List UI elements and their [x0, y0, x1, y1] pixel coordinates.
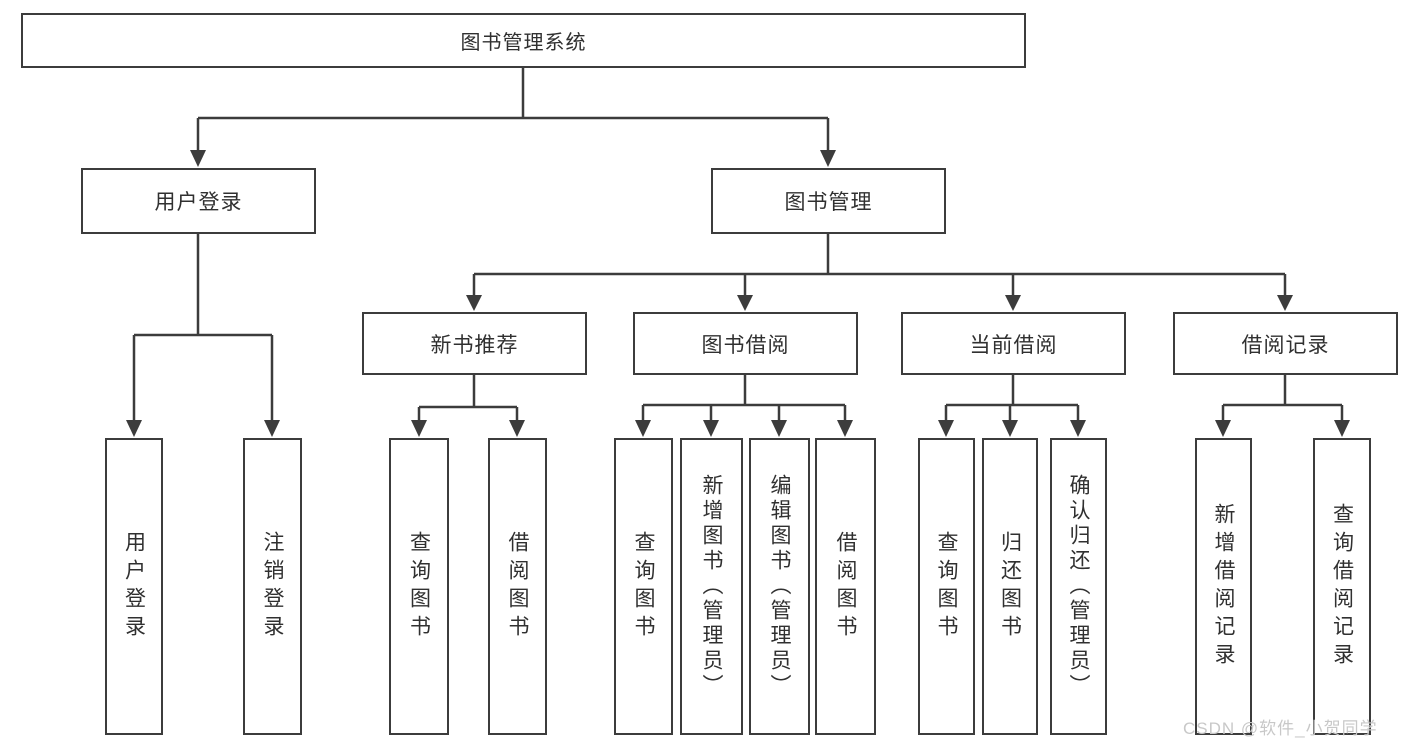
node-user-login: 用户登录: [81, 168, 316, 234]
leaf-query-books-recommend-label: 查询图书: [407, 530, 431, 643]
leaf-confirm-return-admin-label: 确认归还（管理员）: [1067, 474, 1090, 699]
node-current-borrow: 当前借阅: [901, 312, 1126, 375]
leaf-user-login-label: 用户登录: [122, 530, 146, 643]
leaf-confirm-return-admin: 确认归还（管理员）: [1050, 438, 1107, 735]
node-book-management-label: 图书管理: [784, 191, 873, 214]
leaf-logout-label: 注销登录: [261, 530, 284, 643]
leaf-return-books: 归还图书: [982, 438, 1038, 735]
leaf-query-books-current: 查询图书: [918, 438, 975, 735]
leaf-query-borrow-record-label: 查询借阅记录: [1330, 502, 1354, 671]
node-book-borrow-label: 图书借阅: [701, 333, 790, 357]
leaf-borrow-books-label: 借阅图书: [834, 530, 857, 643]
node-book-management: 图书管理: [711, 168, 946, 234]
leaf-user-login: 用户登录: [105, 438, 163, 735]
leaf-borrow-books: 借阅图书: [815, 438, 876, 735]
leaf-borrow-books-recommend-label: 借阅图书: [506, 530, 529, 643]
node-book-borrow: 图书借阅: [633, 312, 858, 375]
leaf-query-books-borrow: 查询图书: [614, 438, 673, 735]
node-borrow-records-label: 借阅记录: [1241, 333, 1330, 357]
leaf-edit-books-admin: 编辑图书（管理员）: [749, 438, 810, 735]
node-user-login-label: 用户登录: [154, 191, 243, 214]
leaf-edit-books-admin-label: 编辑图书（管理员）: [768, 474, 791, 699]
node-new-book-recommend-label: 新书推荐: [430, 333, 519, 357]
node-new-book-recommend: 新书推荐: [362, 312, 587, 375]
leaf-borrow-books-recommend: 借阅图书: [488, 438, 547, 735]
leaf-query-books-borrow-label: 查询图书: [632, 530, 655, 643]
leaf-query-books-current-label: 查询图书: [935, 530, 958, 643]
node-root-label: 图书管理系统: [460, 32, 587, 54]
leaf-query-books-recommend: 查询图书: [389, 438, 449, 735]
node-current-borrow-label: 当前借阅: [969, 333, 1058, 357]
leaf-add-books-admin-label: 新增图书（管理员）: [700, 474, 723, 699]
leaf-add-borrow-record: 新增借阅记录: [1195, 438, 1252, 735]
leaf-logout: 注销登录: [243, 438, 302, 735]
leaf-add-borrow-record-label: 新增借阅记录: [1212, 502, 1235, 671]
leaf-return-books-label: 归还图书: [998, 530, 1022, 643]
node-borrow-records: 借阅记录: [1173, 312, 1398, 375]
watermark: CSDN @软件_小贺同学: [1183, 719, 1378, 738]
leaf-add-books-admin: 新增图书（管理员）: [680, 438, 743, 735]
leaf-query-borrow-record: 查询借阅记录: [1313, 438, 1371, 735]
node-root: 图书管理系统: [21, 13, 1026, 68]
